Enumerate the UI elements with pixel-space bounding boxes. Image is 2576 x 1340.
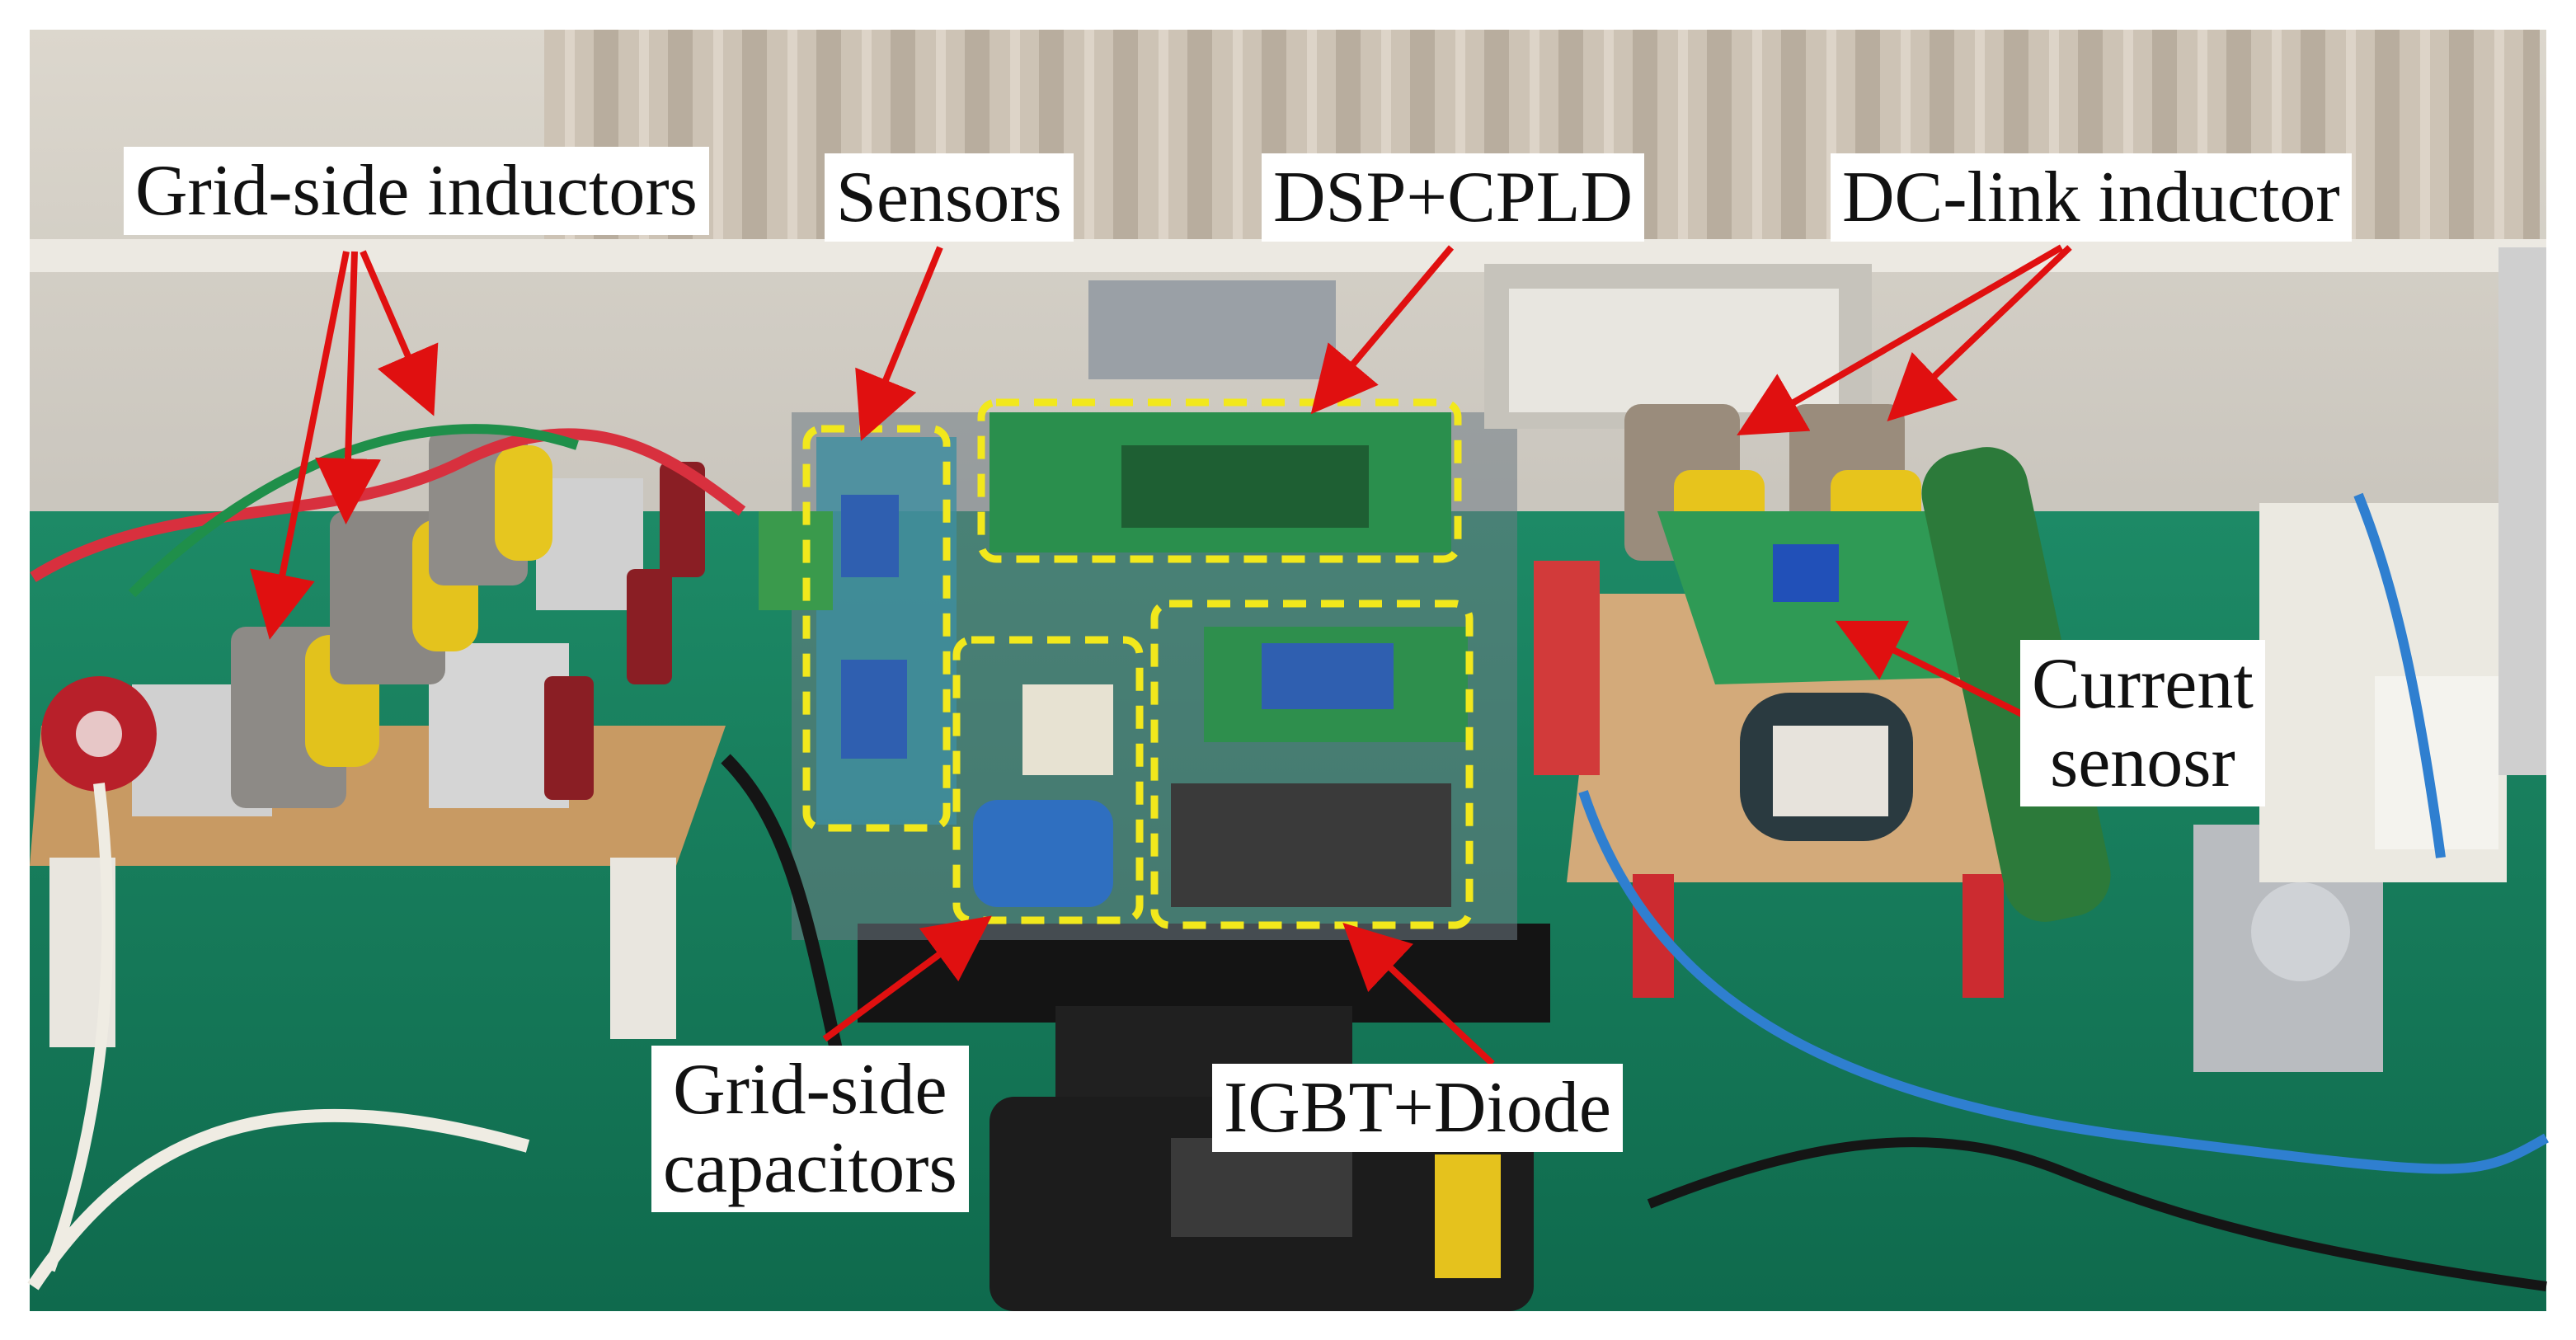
inductor-winding xyxy=(495,445,552,561)
arrow-dc-link-2 xyxy=(1887,245,2072,422)
label-grid-side-capacitors-line2: capacitors xyxy=(663,1128,957,1209)
label-current-sensor: Current senosr xyxy=(2020,640,2265,807)
highlight-box-capacitors xyxy=(952,636,1144,924)
sensor-module xyxy=(841,660,907,759)
arrow-igbt xyxy=(1342,923,1495,1066)
cable xyxy=(721,754,848,1074)
heatsink xyxy=(536,478,643,610)
label-igbt-diode: IGBT+Diode xyxy=(1212,1064,1623,1153)
arrow-dsp-cpld xyxy=(1310,245,1455,415)
platform-leg xyxy=(1963,874,2004,998)
cable xyxy=(2353,492,2446,858)
capacitor xyxy=(544,676,594,800)
large-capacitor-label xyxy=(1773,726,1888,816)
platform-leg xyxy=(610,858,676,1039)
sensor-module xyxy=(841,495,899,577)
red-component xyxy=(1534,561,1600,775)
clamp-meter-display xyxy=(1171,1138,1352,1237)
arrow-capacitors xyxy=(822,915,992,1042)
label-current-sensor-line1: Current xyxy=(2032,644,2254,724)
annotation-arrows xyxy=(250,244,2072,1066)
label-grid-side-capacitors: Grid-side capacitors xyxy=(651,1046,969,1213)
arrow-grid-inductor-3 xyxy=(360,250,439,416)
current-sensor-module xyxy=(1773,544,1839,602)
igbt-module xyxy=(1171,783,1451,907)
label-dc-link-inductor: DC-link inductor xyxy=(1831,153,2352,242)
arrow-grid-inductor-2 xyxy=(315,251,382,524)
arrow-sensors xyxy=(855,246,943,441)
arrow-grid-inductor-1 xyxy=(250,251,350,640)
rack-unit xyxy=(2498,247,2546,775)
label-dsp-cpld: DSP+CPLD xyxy=(1262,153,1645,242)
label-sensors: Sensors xyxy=(825,153,1074,242)
cable xyxy=(27,1108,530,1291)
control-chip-board xyxy=(1121,445,1369,528)
highlight-box-igbt xyxy=(1150,599,1474,929)
capacitor-top xyxy=(1022,684,1113,775)
clamp-meter-label xyxy=(1435,1154,1501,1278)
cable xyxy=(1647,1137,2547,1291)
arrow-current-sensor xyxy=(1835,620,2030,721)
wall-strip xyxy=(30,239,2546,272)
label-current-sensor-line2: senosr xyxy=(2049,722,2235,803)
current-clamp-hole xyxy=(76,711,122,757)
capacitor-can xyxy=(973,800,1113,907)
cable xyxy=(30,428,746,582)
resistor-end-cap xyxy=(2251,882,2350,981)
highlight-box-dsp-cpld xyxy=(977,398,1462,563)
cable xyxy=(44,783,114,1272)
control-board-pcb xyxy=(759,511,833,610)
arrow-dc-link-1 xyxy=(1737,244,2064,436)
label-grid-side-inductors: Grid-side inductors xyxy=(124,147,709,236)
cable xyxy=(1578,790,2549,1174)
capacitor xyxy=(627,569,672,684)
label-grid-side-capacitors-line1: Grid-side xyxy=(673,1050,947,1130)
distribution-box-inner xyxy=(1509,289,1839,412)
power-supply xyxy=(1088,280,1336,379)
driver-relays xyxy=(1262,643,1394,709)
capacitor xyxy=(660,462,705,577)
